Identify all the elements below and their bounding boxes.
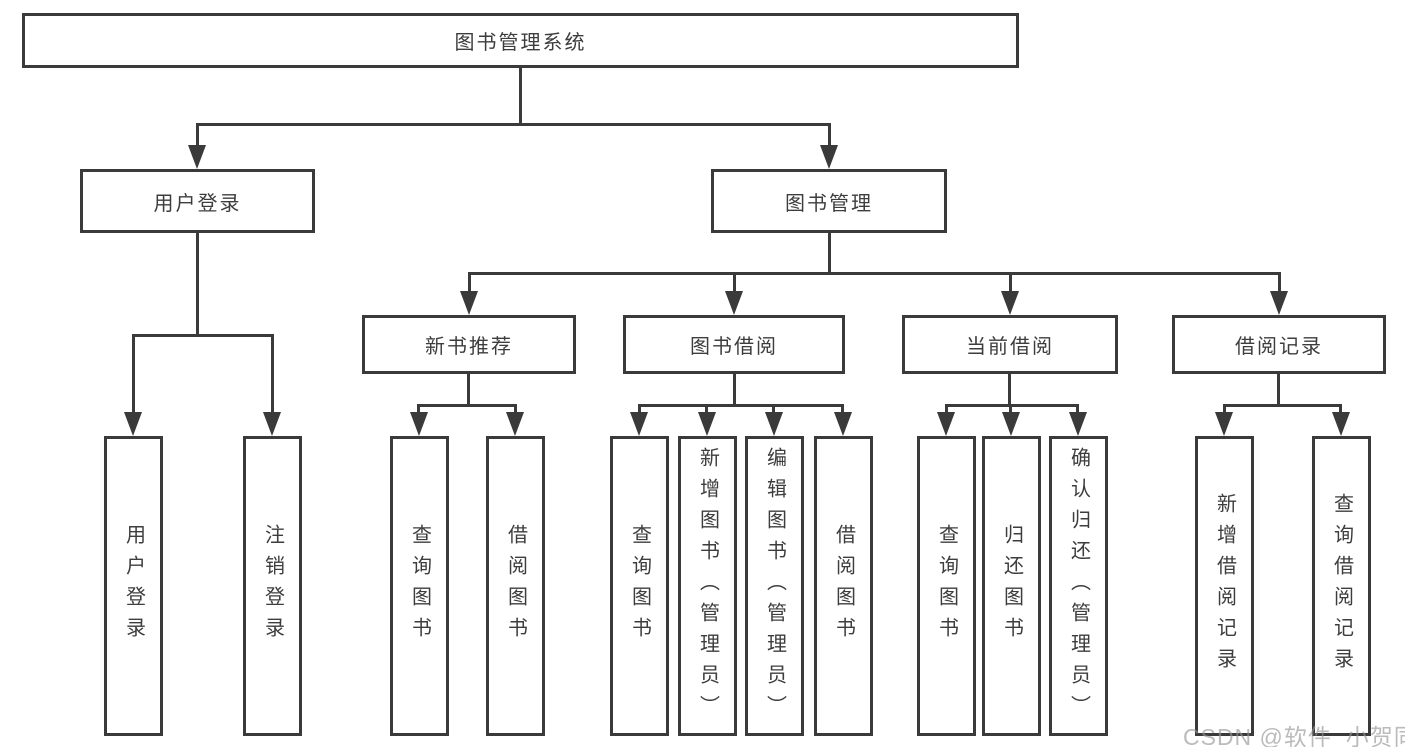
leaf-logout-label: 注销登录: [261, 524, 284, 648]
connector-line: [271, 334, 274, 420]
leaf-borrow-books: 借阅图书: [814, 436, 873, 736]
leaf-logout: 注销登录: [243, 436, 302, 736]
node-book-borrow: 图书借阅: [623, 315, 845, 374]
arrow-down-icon: [834, 412, 852, 436]
leaf-recommend-borrow-books: 借阅图书: [486, 436, 545, 736]
leaf-add-borrow-record-label: 新增借阅记录: [1213, 493, 1236, 679]
connector-line: [1278, 272, 1281, 300]
connector-line: [417, 404, 517, 407]
connector-line: [196, 123, 831, 126]
node-current-borrow-label: 当前借阅: [966, 336, 1054, 358]
arrow-down-icon: [263, 412, 281, 436]
arrow-down-icon: [460, 291, 478, 315]
arrow-down-icon: [630, 412, 648, 436]
arrow-down-icon: [698, 412, 716, 436]
node-user-login: 用户登录: [80, 169, 315, 233]
leaf-confirm-return-admin: 确认归还（管理员）: [1049, 436, 1108, 736]
node-new-book-recommend: 新书推荐: [362, 315, 576, 374]
leaf-add-book-admin: 新增图书（管理员）: [678, 436, 737, 736]
arrow-down-icon: [820, 145, 838, 169]
leaf-recommend-borrow-books-label: 借阅图书: [504, 524, 527, 648]
leaf-add-book-admin-label: 新增图书（管理员）: [696, 446, 719, 726]
connector-line: [828, 233, 831, 275]
leaf-user-login-label: 用户登录: [122, 524, 145, 648]
leaf-borrow-query-books-label: 查询图书: [628, 524, 651, 648]
connector-line: [945, 404, 1079, 407]
arrow-down-icon: [1069, 412, 1087, 436]
node-library-system-label: 图书管理系统: [454, 32, 587, 54]
leaf-current-query-books-label: 查询图书: [935, 524, 958, 648]
arrow-down-icon: [1215, 412, 1233, 436]
leaf-borrow-query-books: 查询图书: [610, 436, 669, 736]
node-book-management: 图书管理: [711, 169, 947, 233]
connector-line: [828, 123, 831, 153]
connector-line: [468, 272, 471, 300]
node-user-login-label: 用户登录: [153, 192, 242, 215]
connector-line: [468, 272, 1281, 275]
node-current-borrow: 当前借阅: [902, 315, 1118, 374]
connector-line: [467, 374, 470, 407]
connector-line: [196, 123, 199, 153]
connector-line: [519, 68, 522, 126]
connector-line: [733, 374, 736, 407]
connector-line: [1223, 404, 1342, 407]
node-borrow-records-label: 借阅记录: [1235, 336, 1323, 358]
arrow-down-icon: [124, 412, 142, 436]
arrow-down-icon: [506, 412, 524, 436]
connector-line: [1277, 374, 1280, 407]
leaf-query-borrow-record-label: 查询借阅记录: [1330, 493, 1353, 679]
leaf-return-books: 归还图书: [982, 436, 1041, 736]
arrow-down-icon: [188, 145, 206, 169]
leaf-return-books-label: 归还图书: [1000, 524, 1023, 648]
leaf-current-query-books: 查询图书: [917, 436, 976, 736]
connector-line: [196, 233, 199, 337]
connector-line: [132, 334, 274, 337]
arrow-down-icon: [410, 412, 428, 436]
leaf-query-borrow-record: 查询借阅记录: [1312, 436, 1371, 736]
node-new-book-recommend-label: 新书推荐: [425, 336, 513, 358]
node-book-borrow-label: 图书借阅: [690, 336, 778, 358]
arrow-down-icon: [1001, 291, 1019, 315]
connector-line: [132, 334, 135, 420]
connector-line: [733, 272, 736, 300]
leaf-edit-book-admin: 编辑图书（管理员）: [745, 436, 804, 736]
leaf-recommend-query-books-label: 查询图书: [408, 524, 431, 648]
leaf-recommend-query-books: 查询图书: [390, 436, 449, 736]
node-borrow-records: 借阅记录: [1172, 315, 1386, 374]
connector-line: [1008, 374, 1011, 407]
arrow-down-icon: [765, 412, 783, 436]
connector-line: [638, 404, 844, 407]
connector-line: [1009, 272, 1012, 300]
leaf-confirm-return-admin-label: 确认归还（管理员）: [1067, 446, 1090, 726]
arrow-down-icon: [725, 291, 743, 315]
arrow-down-icon: [937, 412, 955, 436]
csdn-watermark: CSDN @软件_小贺同学: [1183, 724, 1405, 747]
arrow-down-icon: [1332, 412, 1350, 436]
node-book-management-label: 图书管理: [785, 192, 873, 215]
arrow-down-icon: [1270, 291, 1288, 315]
arrow-down-icon: [1002, 412, 1020, 436]
leaf-edit-book-admin-label: 编辑图书（管理员）: [763, 446, 786, 726]
node-library-system: 图书管理系统: [22, 13, 1019, 68]
leaf-user-login: 用户登录: [104, 436, 163, 736]
leaf-borrow-books-label: 借阅图书: [832, 524, 855, 648]
leaf-add-borrow-record: 新增借阅记录: [1195, 436, 1254, 736]
